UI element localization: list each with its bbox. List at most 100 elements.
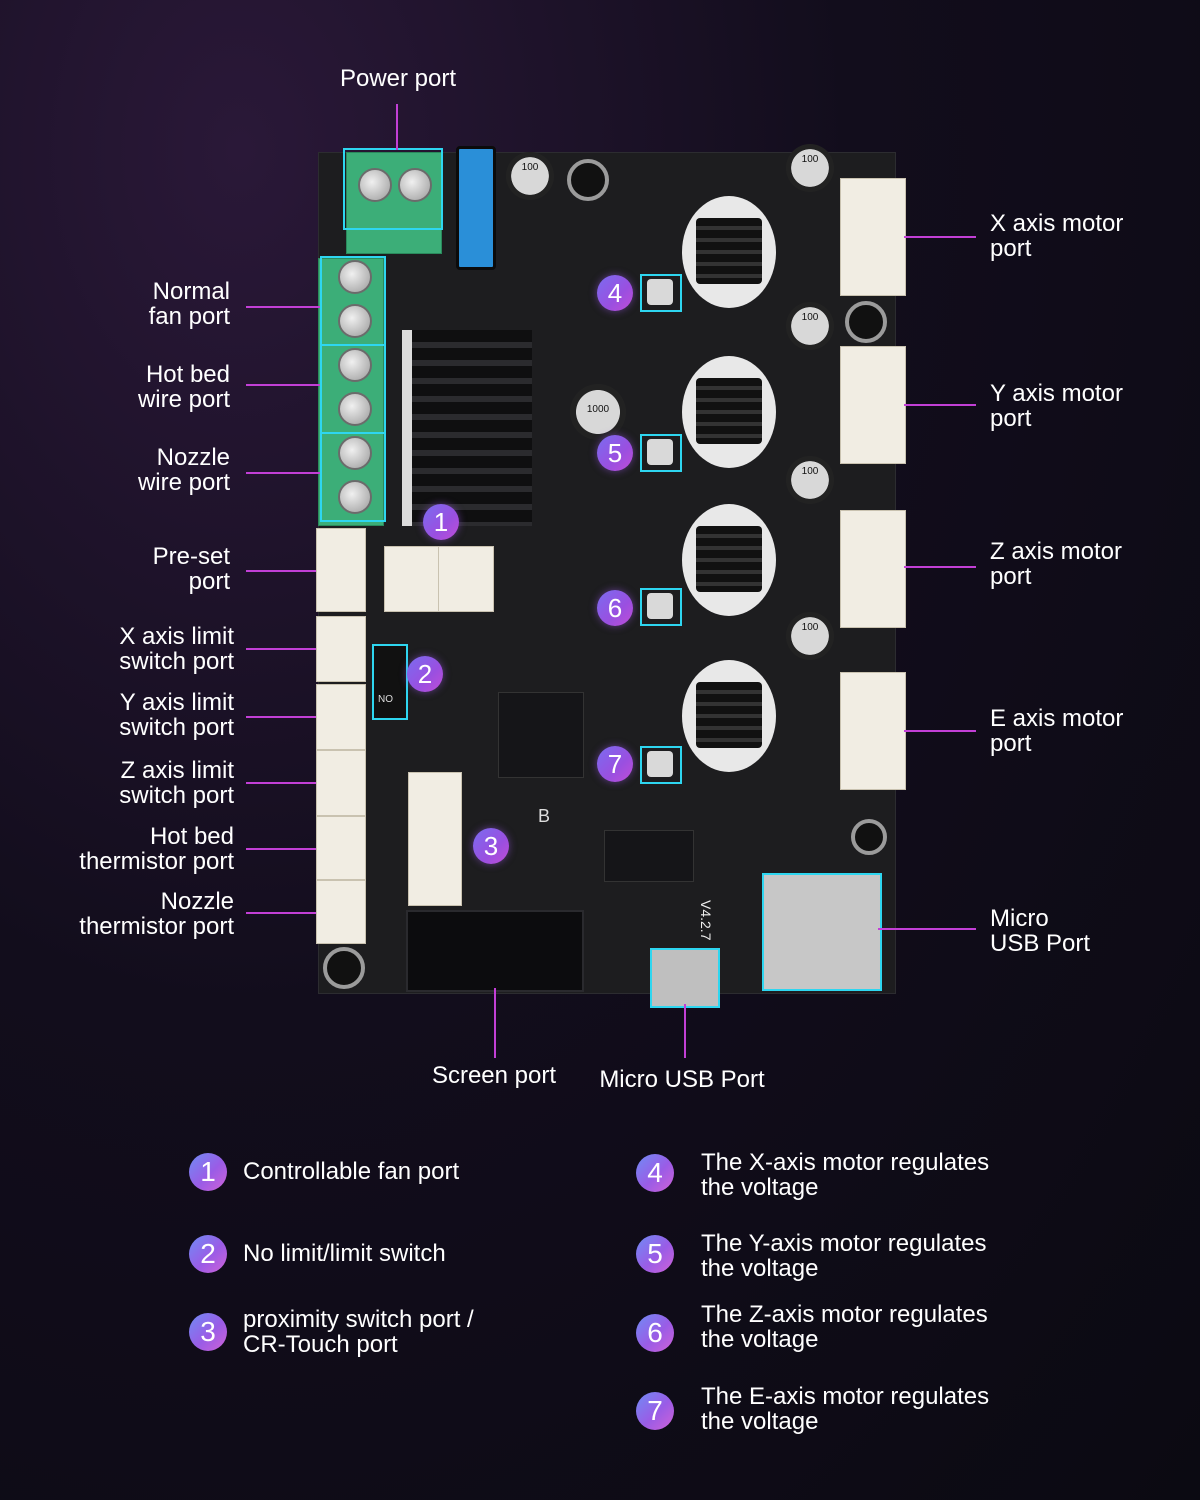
legend-text-1: Controllable fan port bbox=[243, 1158, 460, 1185]
badge-3: 3 bbox=[473, 828, 509, 864]
x-motor-line bbox=[904, 236, 976, 238]
mcu-chip bbox=[498, 692, 584, 778]
label-micro-usb-right: Micro USB Port bbox=[990, 905, 1091, 957]
terminal-screw bbox=[338, 260, 372, 294]
mount-hole-br bbox=[851, 819, 887, 855]
label-hot-bed-wire-port: Hot bed wire port bbox=[137, 361, 230, 413]
e-motor-line bbox=[904, 730, 976, 732]
label-y-limit-switch-port: Y axis limit switch port bbox=[119, 689, 234, 741]
mount-hole-bottom bbox=[323, 947, 365, 989]
y-vref-pot bbox=[640, 434, 682, 472]
badge-1: 1 bbox=[423, 504, 459, 540]
z-vref-pot bbox=[640, 588, 682, 626]
legend-badge-6: 6 bbox=[636, 1314, 674, 1352]
legend-text-3: proximity switch port / CR-Touch port bbox=[243, 1306, 474, 1358]
legend-text-5: The Y-axis motor regulates the voltage bbox=[701, 1230, 987, 1282]
legend-text-7: The E-axis motor regulates the voltage bbox=[701, 1383, 990, 1435]
label-x-limit-switch-port: X axis limit switch port bbox=[119, 623, 234, 675]
y-driver-heatsink bbox=[682, 356, 776, 468]
hotbed-wire-line bbox=[246, 384, 320, 386]
y-motor-connector bbox=[840, 346, 906, 464]
hotbed-thermistor-line bbox=[246, 848, 316, 850]
nozzle-wire-box bbox=[320, 432, 386, 522]
z-limit-connector bbox=[316, 750, 366, 816]
label-x-axis-motor-port: X axis motor port bbox=[990, 210, 1124, 262]
legend-badge-1: 1 bbox=[189, 1153, 227, 1191]
legend-text-2: No limit/limit switch bbox=[243, 1240, 446, 1267]
badge-5: 5 bbox=[597, 435, 633, 471]
terminal-screw bbox=[338, 480, 372, 514]
label-nozzle-thermistor-port: Nozzle thermistor port bbox=[79, 888, 234, 940]
y-limit-line bbox=[246, 716, 316, 718]
power-screw-left bbox=[358, 168, 392, 202]
legend-badge-7: 7 bbox=[636, 1392, 674, 1430]
micro-sd-slot bbox=[762, 873, 882, 991]
x-limit-connector bbox=[316, 616, 366, 682]
terminal-screw bbox=[338, 348, 372, 382]
fuse bbox=[456, 146, 496, 270]
legend-text-6: The Z-axis motor regulates the voltage bbox=[701, 1301, 988, 1353]
terminal-screw bbox=[338, 436, 372, 470]
e-vref-pot bbox=[640, 746, 682, 784]
preset-line bbox=[246, 570, 316, 572]
power-screw-right bbox=[398, 168, 432, 202]
capacitor: 100 bbox=[786, 612, 834, 660]
label-y-axis-motor-port: Y axis motor port bbox=[990, 380, 1123, 432]
z-driver-heatsink bbox=[682, 504, 776, 616]
badge-6: 6 bbox=[597, 590, 633, 626]
nozzle-thermistor-line bbox=[246, 912, 316, 914]
nozzle-thermistor-connector bbox=[316, 880, 366, 944]
label-z-limit-switch-port: Z axis limit switch port bbox=[119, 757, 234, 809]
screen-line bbox=[494, 988, 496, 1058]
label-hot-bed-thermistor-port: Hot bed thermistor port bbox=[79, 823, 234, 875]
legend-badge-5: 5 bbox=[636, 1235, 674, 1273]
badge-2: 2 bbox=[407, 656, 443, 692]
x-driver-heatsink bbox=[682, 196, 776, 308]
y-limit-connector bbox=[316, 684, 366, 750]
legend-badge-3: 3 bbox=[189, 1313, 227, 1351]
label-micro-usb-bottom: Micro USB Port bbox=[599, 1066, 765, 1093]
hotbed-thermistor-connector bbox=[316, 816, 366, 880]
cr-touch-connector bbox=[408, 772, 462, 906]
micro-usb-bottom-line bbox=[684, 1004, 686, 1058]
limit-switch-toggle bbox=[372, 644, 408, 720]
terminal-screw bbox=[338, 392, 372, 426]
e-motor-connector bbox=[840, 672, 906, 790]
label-power-port: Power port bbox=[339, 65, 457, 92]
capacitor: 100 bbox=[786, 144, 834, 192]
y-motor-line bbox=[904, 404, 976, 406]
preset-port-connector bbox=[316, 528, 366, 612]
controllable-fan-connector-1 bbox=[384, 546, 440, 612]
micro-usb-right-line bbox=[878, 928, 976, 930]
z-motor-line bbox=[904, 566, 976, 568]
version-silk: V4.2.7 bbox=[698, 900, 714, 941]
legend-badge-2: 2 bbox=[189, 1235, 227, 1273]
x-vref-pot bbox=[640, 274, 682, 312]
capacitor: 100 bbox=[786, 456, 834, 504]
switch-no-text: NO bbox=[378, 694, 393, 705]
legend-text-4: The X-axis motor regulates the voltage bbox=[701, 1149, 990, 1201]
capacitor: 100 bbox=[506, 152, 554, 200]
x-limit-line bbox=[246, 648, 316, 650]
controllable-fan-connector-2 bbox=[438, 546, 494, 612]
nozzle-wire-line bbox=[246, 472, 320, 474]
badge-4: 4 bbox=[597, 275, 633, 311]
label-nozzle-wire-port: Nozzle wire port bbox=[137, 444, 230, 496]
driver-ic bbox=[604, 830, 694, 882]
screen-header bbox=[406, 910, 584, 992]
label-preset-port: Pre-set port bbox=[152, 543, 230, 595]
power-line bbox=[396, 104, 398, 150]
fan-line bbox=[246, 306, 320, 308]
label-e-axis-motor-port: E axis motor port bbox=[990, 705, 1124, 757]
label-z-axis-motor-port: Z axis motor port bbox=[990, 538, 1123, 590]
power-terminal bbox=[346, 152, 442, 254]
label-normal-fan-port: Normal fan port bbox=[148, 278, 230, 330]
mosfet-heatsink bbox=[402, 330, 532, 526]
micro-usb-connector bbox=[650, 948, 720, 1008]
mount-hole-top bbox=[567, 159, 609, 201]
x-motor-connector bbox=[840, 178, 906, 296]
silk-b: B bbox=[538, 806, 551, 826]
badge-7: 7 bbox=[597, 746, 633, 782]
z-motor-connector bbox=[840, 510, 906, 628]
